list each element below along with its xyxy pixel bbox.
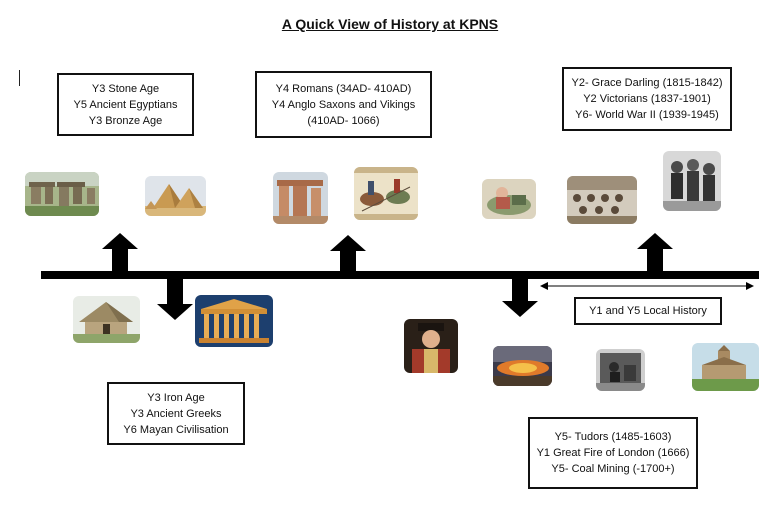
iron-age-box: Y3 Iron Age Y3 Ancient Greeks Y6 Mayan C… [107, 382, 245, 445]
box-line: Y4 Romans (34AD- 410AD) [275, 82, 412, 95]
timeline-line [41, 271, 759, 279]
page-title: A Quick View of History at KPNS [281, 16, 499, 32]
henry-viii-portrait [404, 319, 458, 373]
great-fire-painting [493, 346, 552, 386]
box-line: Y5- Tudors (1485-1603) [554, 431, 672, 443]
box-line: (410AD- 1066) [307, 114, 380, 127]
grace-darling-painting [482, 179, 536, 219]
down-arrow-icon [502, 275, 538, 317]
coal-mining-photo [596, 349, 645, 391]
box-line: Y5- Coal Mining (-1700+) [551, 463, 675, 475]
ww2-photo [663, 151, 721, 211]
victorians-box: Y2- Grace Darling (1815-1842) Y2 Victori… [562, 67, 732, 131]
romans-box: Y4 Romans (34AD- 410AD) Y4 Anglo Saxons … [255, 71, 432, 138]
pyramids-photo [145, 176, 206, 216]
box-line: Y2- Grace Darling (1815-1842) [571, 77, 723, 89]
double-arrow-icon [540, 280, 754, 292]
box-line: Y6- World War II (1939-1945) [575, 109, 719, 121]
box-line: Y1 and Y5 Local History [589, 305, 707, 317]
box-line: Y2 Victorians (1837-1901) [583, 93, 711, 105]
parthenon-photo [195, 295, 273, 347]
down-arrow-icon [157, 278, 193, 320]
local-history-box: Y1 and Y5 Local History [574, 297, 722, 325]
box-line: Y4 Anglo Saxons and Vikings [271, 98, 416, 111]
box-line: Y6 Mayan Civilisation [123, 423, 229, 436]
up-arrow-icon [102, 233, 138, 275]
box-line: Y3 Bronze Age [88, 114, 163, 127]
roman-ruins-photo [273, 172, 328, 224]
box-line: Y3 Stone Age [91, 82, 160, 95]
tudors-box: Y5- Tudors (1485-1603) Y1 Great Fire of … [528, 417, 698, 489]
local-church-photo [692, 343, 759, 391]
text-cursor [19, 70, 20, 86]
up-arrow-icon [330, 235, 366, 277]
stonehenge-photo [25, 172, 99, 216]
bayeux-tapestry-photo [354, 167, 418, 220]
victorian-classroom-photo [567, 176, 637, 224]
box-line: Y3 Ancient Greeks [130, 407, 222, 420]
box-line: Y1 Great Fire of London (1666) [536, 447, 690, 459]
up-arrow-icon [637, 233, 673, 275]
iron-age-roundhouse-photo [73, 296, 140, 343]
box-line: Y5 Ancient Egyptians [73, 98, 178, 111]
stone-age-box: Y3 Stone Age Y5 Ancient Egyptians Y3 Bro… [57, 73, 194, 136]
box-line: Y3 Iron Age [147, 391, 205, 404]
